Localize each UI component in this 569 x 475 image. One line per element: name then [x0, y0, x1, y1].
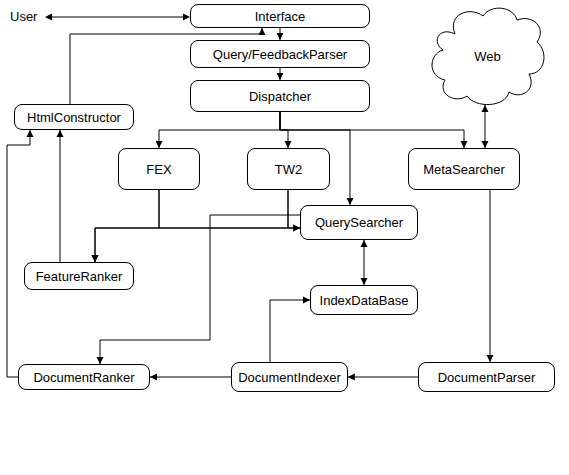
connector — [288, 190, 300, 228]
arrowhead — [259, 28, 266, 35]
arrowhead — [348, 374, 355, 381]
node-label: QuerySearcher — [315, 215, 403, 230]
node-label: HtmlConstructor — [27, 110, 121, 125]
arrowhead — [482, 141, 489, 148]
arrowhead — [482, 105, 489, 112]
node-label: Query/FeedbackParser — [213, 47, 347, 62]
arrowhead — [347, 198, 354, 205]
connector — [159, 190, 300, 228]
arrowhead — [303, 297, 310, 304]
process-box: Interface — [190, 4, 370, 28]
node-label: DocumentParser — [438, 370, 536, 385]
connector — [280, 112, 464, 148]
process-box: Query/FeedbackParser — [190, 40, 370, 68]
connector — [60, 130, 61, 262]
node-label: FEX — [146, 162, 171, 177]
arrowhead — [27, 130, 34, 137]
connector — [270, 300, 310, 362]
node-label: Web — [474, 49, 501, 64]
arrowhead — [361, 278, 368, 285]
connector — [150, 377, 231, 378]
connector — [95, 190, 288, 262]
process-box: FeatureRanker — [24, 262, 134, 290]
arrowhead — [92, 255, 99, 262]
connector — [159, 112, 280, 148]
arrowhead — [156, 141, 163, 148]
arrowhead — [285, 141, 292, 148]
process-box: MetaSearcher — [408, 148, 520, 190]
process-box: TW2 — [247, 148, 330, 190]
connector — [100, 215, 300, 364]
connector — [95, 190, 159, 262]
node-label: DocumentIndexer — [238, 370, 341, 385]
arrowhead — [277, 33, 284, 40]
process-box: DocumentRanker — [18, 364, 150, 390]
connector — [490, 190, 491, 362]
process-box: QuerySearcher — [300, 205, 418, 240]
arrowhead — [277, 73, 284, 80]
cloud-node: Web — [425, 4, 550, 108]
node-label: TW2 — [275, 162, 302, 177]
arrowhead — [293, 225, 300, 232]
node-label: DocumentRanker — [33, 370, 134, 385]
arrowhead — [461, 141, 468, 148]
arrowhead — [97, 357, 104, 364]
process-box: IndexDataBase — [310, 285, 418, 315]
process-box: HtmlConstructor — [14, 104, 134, 130]
node-label: Dispatcher — [249, 89, 311, 104]
cloud-outline — [432, 8, 544, 104]
connector — [348, 377, 418, 378]
node-label: Interface — [255, 9, 306, 24]
arrowhead — [361, 240, 368, 247]
arrowhead — [293, 225, 300, 232]
node-label: FeatureRanker — [36, 269, 123, 284]
arrowhead — [487, 355, 494, 362]
actor-label: User — [10, 9, 37, 24]
arrowhead — [45, 14, 52, 21]
node-label: IndexDataBase — [320, 293, 409, 308]
arrowhead — [92, 255, 99, 262]
process-box: Dispatcher — [190, 80, 370, 112]
process-box: DocumentParser — [418, 362, 555, 392]
process-box: DocumentIndexer — [231, 362, 348, 392]
user-line — [52, 17, 188, 18]
arrowhead — [183, 14, 190, 21]
arrowhead — [57, 130, 64, 137]
process-box: FEX — [118, 148, 200, 190]
node-label: MetaSearcher — [423, 162, 505, 177]
connector — [7, 130, 30, 377]
arrowhead — [150, 374, 157, 381]
